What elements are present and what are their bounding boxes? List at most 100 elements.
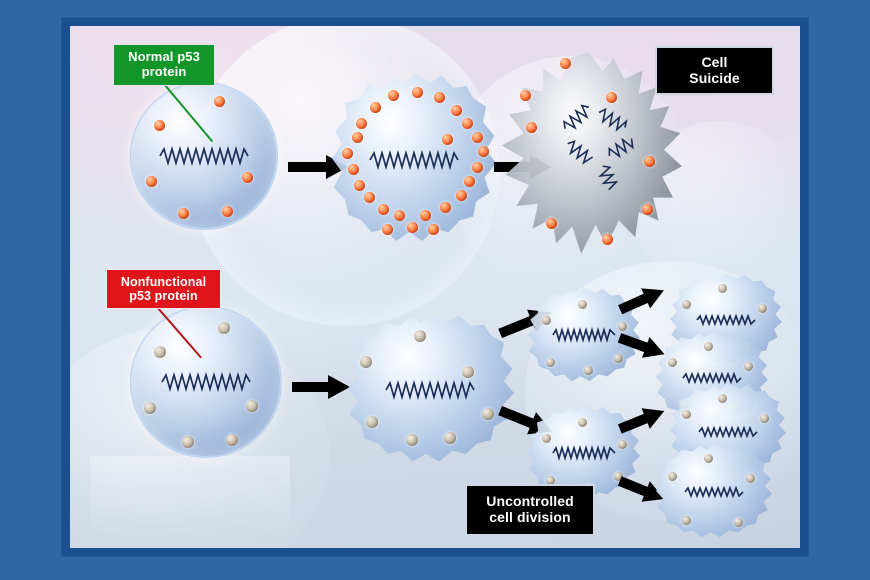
apoptotic-cell: [500, 50, 684, 260]
nonfunctional-p53-label-line1: Nonfunctional: [120, 275, 207, 289]
p53-protein-dot: [520, 90, 531, 101]
p53-protein-dot: [364, 192, 375, 203]
stressed-cell-p53-accumulation: [330, 72, 498, 246]
nonfunctional-p53-label: Nonfunctional p53 protein: [106, 269, 221, 309]
p53-protein-dot: [602, 234, 613, 245]
mutant-p53-protein-dot: [682, 516, 691, 525]
uncontrolled-division-label-line2: cell division: [489, 509, 571, 525]
p53-protein-dot: [462, 118, 473, 129]
mutant-p53-protein-dot: [542, 316, 551, 325]
p53-protein-dot: [348, 164, 359, 175]
arrow-division-1: [615, 279, 669, 320]
mutant-p53-protein-dot: [482, 408, 494, 420]
mutant-p53-protein-dot: [668, 472, 677, 481]
damaged-cell-mutant-p53: [346, 312, 516, 466]
background-patch: [90, 456, 290, 536]
p53-protein-dot: [214, 96, 225, 107]
mutant-p53-protein-dot: [718, 394, 727, 403]
nonfunctional-p53-label-line2: p53 protein: [129, 289, 198, 303]
normal-p53-label-line1: Normal p53: [128, 49, 200, 65]
p53-protein-dot: [407, 222, 418, 233]
p53-protein-dot: [222, 206, 233, 217]
p53-protein-dot: [154, 120, 165, 131]
cell-membrane: [332, 74, 496, 241]
arrow-bottom-1: [292, 373, 350, 401]
dna-strand: [160, 371, 252, 393]
mutant-p53-protein-dot: [682, 300, 691, 309]
p53-protein-dot: [451, 105, 462, 116]
healthy-cell-mutant-p53: [130, 306, 282, 458]
cell-membrane: [130, 306, 282, 458]
healthy-cell-normal-p53: [130, 82, 278, 230]
mutant-p53-protein-dot: [734, 518, 743, 527]
arrow-division-4: [615, 470, 668, 510]
p53-protein-dot: [464, 176, 475, 187]
p53-protein-dot: [472, 162, 483, 173]
mutant-p53-protein-dot: [246, 400, 258, 412]
p53-protein-dot: [356, 118, 367, 129]
mutant-p53-protein-dot: [614, 472, 623, 481]
p53-protein-dot: [146, 176, 157, 187]
p53-protein-dot: [606, 92, 617, 103]
arrow-division-3: [615, 400, 668, 440]
arrow-division-2: [615, 327, 668, 366]
p53-protein-dot: [378, 204, 389, 215]
mutant-p53-protein-dot: [366, 416, 378, 428]
p53-protein-dot: [342, 148, 353, 159]
p53-protein-dot: [428, 224, 439, 235]
tumour-cell-4: [654, 442, 774, 540]
p53-protein-dot: [472, 132, 483, 143]
mutant-p53-protein-dot: [618, 322, 627, 331]
mutant-p53-protein-dot: [744, 362, 753, 371]
mutant-p53-protein-dot: [718, 284, 727, 293]
p53-protein-dot: [440, 202, 451, 213]
p53-protein-dot: [388, 90, 399, 101]
p53-protein-dot: [242, 172, 253, 183]
mutant-p53-protein-dot: [546, 476, 555, 485]
dna-strand: [682, 371, 742, 385]
mutant-p53-protein-dot: [668, 358, 677, 367]
p53-protein-dot: [382, 224, 393, 235]
p53-protein-dot: [456, 190, 467, 201]
mutant-p53-protein-dot: [154, 346, 166, 358]
mutant-p53-protein-dot: [578, 300, 587, 309]
mutant-p53-protein-dot: [578, 418, 587, 427]
mutant-p53-protein-dot: [226, 434, 238, 446]
mutant-p53-protein-dot: [144, 402, 156, 414]
normal-p53-label: Normal p53 protein: [113, 44, 215, 86]
dna-strand: [696, 313, 756, 327]
mutant-p53-protein-dot: [542, 434, 551, 443]
mutant-p53-protein-dot: [218, 322, 230, 334]
mutant-p53-protein-dot: [682, 410, 691, 419]
dna-fragment: [559, 101, 595, 136]
mutant-p53-protein-dot: [462, 366, 474, 378]
p53-protein-dot: [546, 218, 557, 229]
p53-protein-dot: [370, 102, 381, 113]
dna-fragment: [594, 105, 630, 135]
cell-membrane: [130, 82, 278, 230]
mutant-p53-protein-dot: [746, 474, 755, 483]
mutant-p53-protein-dot: [444, 432, 456, 444]
diagram-canvas: Normal p53 protein Nonfunctional p53 pro…: [70, 26, 800, 548]
mutant-p53-protein-dot: [760, 414, 769, 423]
p53-protein-dot: [354, 180, 365, 191]
p53-protein-dot: [394, 210, 405, 221]
uncontrolled-division-label-line1: Uncontrolled: [486, 493, 574, 510]
mutant-p53-protein-dot: [182, 436, 194, 448]
dna-fragment: [604, 133, 638, 163]
p53-protein-dot: [420, 210, 431, 221]
mutant-p53-protein-dot: [360, 356, 372, 368]
mutant-p53-protein-dot: [704, 342, 713, 351]
dna-strand: [552, 327, 616, 343]
cell-membrane: [656, 444, 772, 538]
arrow-top-1: [288, 153, 348, 181]
dna-strand: [368, 149, 460, 171]
p53-protein-dot: [178, 208, 189, 219]
p53-protein-dot: [526, 122, 537, 133]
dna-strand: [384, 379, 476, 401]
cell-suicide-label: Cell Suicide: [655, 46, 774, 95]
mutant-p53-protein-dot: [618, 440, 627, 449]
p53-protein-dot: [442, 134, 453, 145]
mutant-p53-protein-dot: [758, 304, 767, 313]
